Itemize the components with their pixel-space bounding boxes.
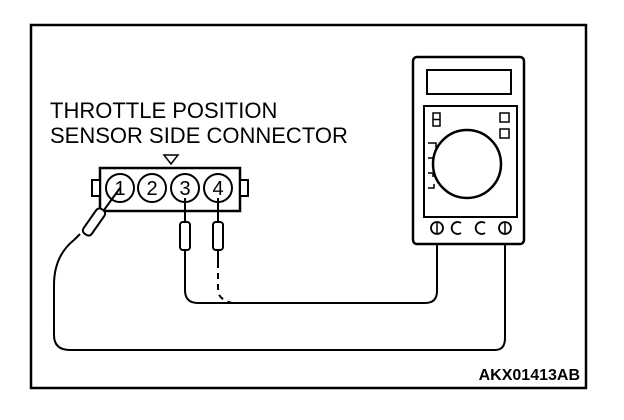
multimeter xyxy=(411,55,526,246)
multimeter-terminal-2 xyxy=(450,221,462,235)
multimeter-button-2 xyxy=(499,128,510,139)
probe-pin-3 xyxy=(179,198,191,258)
connector-title-line1: THROTTLE POSITION xyxy=(50,98,277,123)
multimeter-button-1 xyxy=(499,112,510,123)
figure-code: AKX01413AB xyxy=(479,367,580,384)
probe-pin-1 xyxy=(73,187,121,241)
pin-4-label: 4 xyxy=(212,178,223,200)
lead-pin-4-dashed xyxy=(217,262,233,304)
figure-frame xyxy=(29,23,588,390)
pin-2-label: 2 xyxy=(146,178,157,200)
lead-pin-3-to-meter xyxy=(184,232,438,304)
connector-right-latch xyxy=(239,179,249,197)
throttle-position-sensor-connector: 1 2 3 4 xyxy=(91,166,249,213)
connector-left-latch xyxy=(91,179,101,197)
pin-3-label: 3 xyxy=(179,178,190,200)
connector-title-line2: SENSOR SIDE CONNECTOR xyxy=(50,123,348,148)
multimeter-selector-dial xyxy=(431,128,503,200)
connector-key-triangle xyxy=(162,154,180,166)
multimeter-terminal-3 xyxy=(474,221,486,235)
pin-2 xyxy=(137,173,167,203)
multimeter-display xyxy=(426,69,512,95)
probe-pin-4 xyxy=(212,198,224,262)
lead-pin-1-to-meter xyxy=(53,232,506,351)
